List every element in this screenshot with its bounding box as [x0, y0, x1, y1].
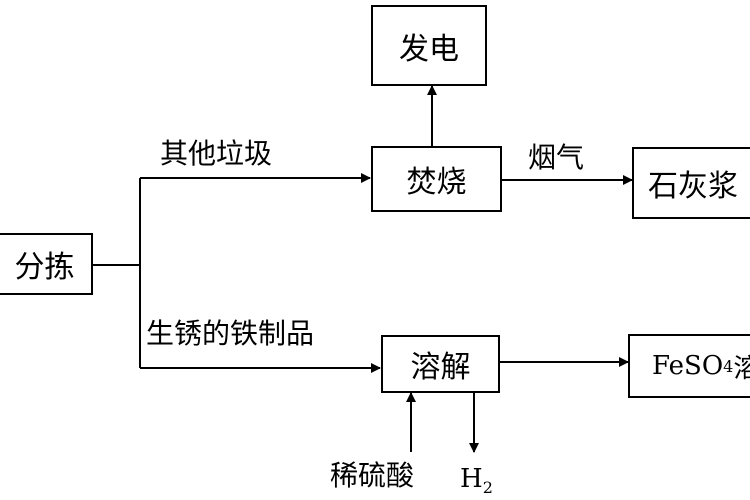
- feso4-formula: FeSO: [652, 351, 724, 381]
- feso4-tail: 溶: [733, 348, 750, 385]
- feso4-subscript: 4: [723, 356, 734, 376]
- box-sort-label: 分拣: [14, 250, 75, 285]
- box-incinerate: 焚烧: [371, 146, 502, 212]
- label-dilute-acid: 稀硫酸: [330, 459, 415, 492]
- box-feso4: FeSO4溶: [628, 334, 750, 398]
- box-power-label: 发电: [399, 31, 459, 67]
- hydrogen-subscript: 2: [482, 478, 493, 498]
- label-rusty-iron: 生锈的铁制品: [146, 317, 315, 350]
- hydrogen-symbol: H: [460, 464, 483, 494]
- box-sort: 分拣: [0, 233, 93, 295]
- box-limewater: 石灰浆: [632, 147, 750, 219]
- label-other-waste: 其他垃圾: [160, 137, 273, 170]
- box-dissolve: 溶解: [381, 335, 500, 393]
- label-hydrogen: H2: [460, 466, 493, 496]
- box-limewater-label: 石灰浆: [648, 169, 738, 204]
- box-incinerate-label: 焚烧: [406, 165, 467, 200]
- box-dissolve-label: 溶解: [410, 350, 471, 385]
- label-flue-gas: 烟气: [528, 141, 585, 174]
- box-power: 发电: [371, 5, 487, 86]
